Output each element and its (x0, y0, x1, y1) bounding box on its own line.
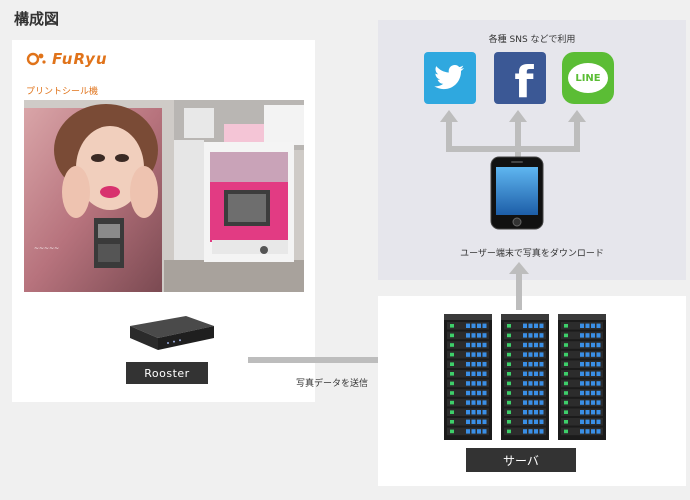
server-rack-icon (444, 314, 606, 440)
arrow-up-icon (509, 262, 529, 310)
booth-caption: プリントシール機 (26, 87, 99, 97)
sns-branch-arrows (440, 110, 586, 164)
twitter-icon (424, 52, 476, 104)
rooster-label: Rooster (126, 362, 208, 384)
svg-text:~~~~~: ~~~~~ (34, 245, 59, 252)
furyu-logo: FuRyu (26, 50, 108, 68)
rooster-router-image (130, 316, 214, 350)
facebook-icon: f (494, 52, 546, 108)
sns-title: 各種 SNS などで利用 (488, 35, 576, 45)
furyu-logo-icon (26, 52, 46, 66)
line-icon: LINE (562, 52, 614, 104)
furyu-logo-text: FuRyu (52, 50, 108, 68)
line-bubble: LINE (568, 63, 608, 93)
server-label: サーバ (466, 448, 576, 472)
smartphone-icon (490, 156, 544, 230)
photo-booth-image: ~~~~~ (24, 100, 304, 292)
download-label: ユーザー端末で写真をダウンロード (460, 249, 604, 259)
page-title: 構成図 (14, 10, 60, 28)
send-data-label: 写真データを送信 (296, 379, 369, 389)
facebook-glyph: f (514, 57, 534, 108)
